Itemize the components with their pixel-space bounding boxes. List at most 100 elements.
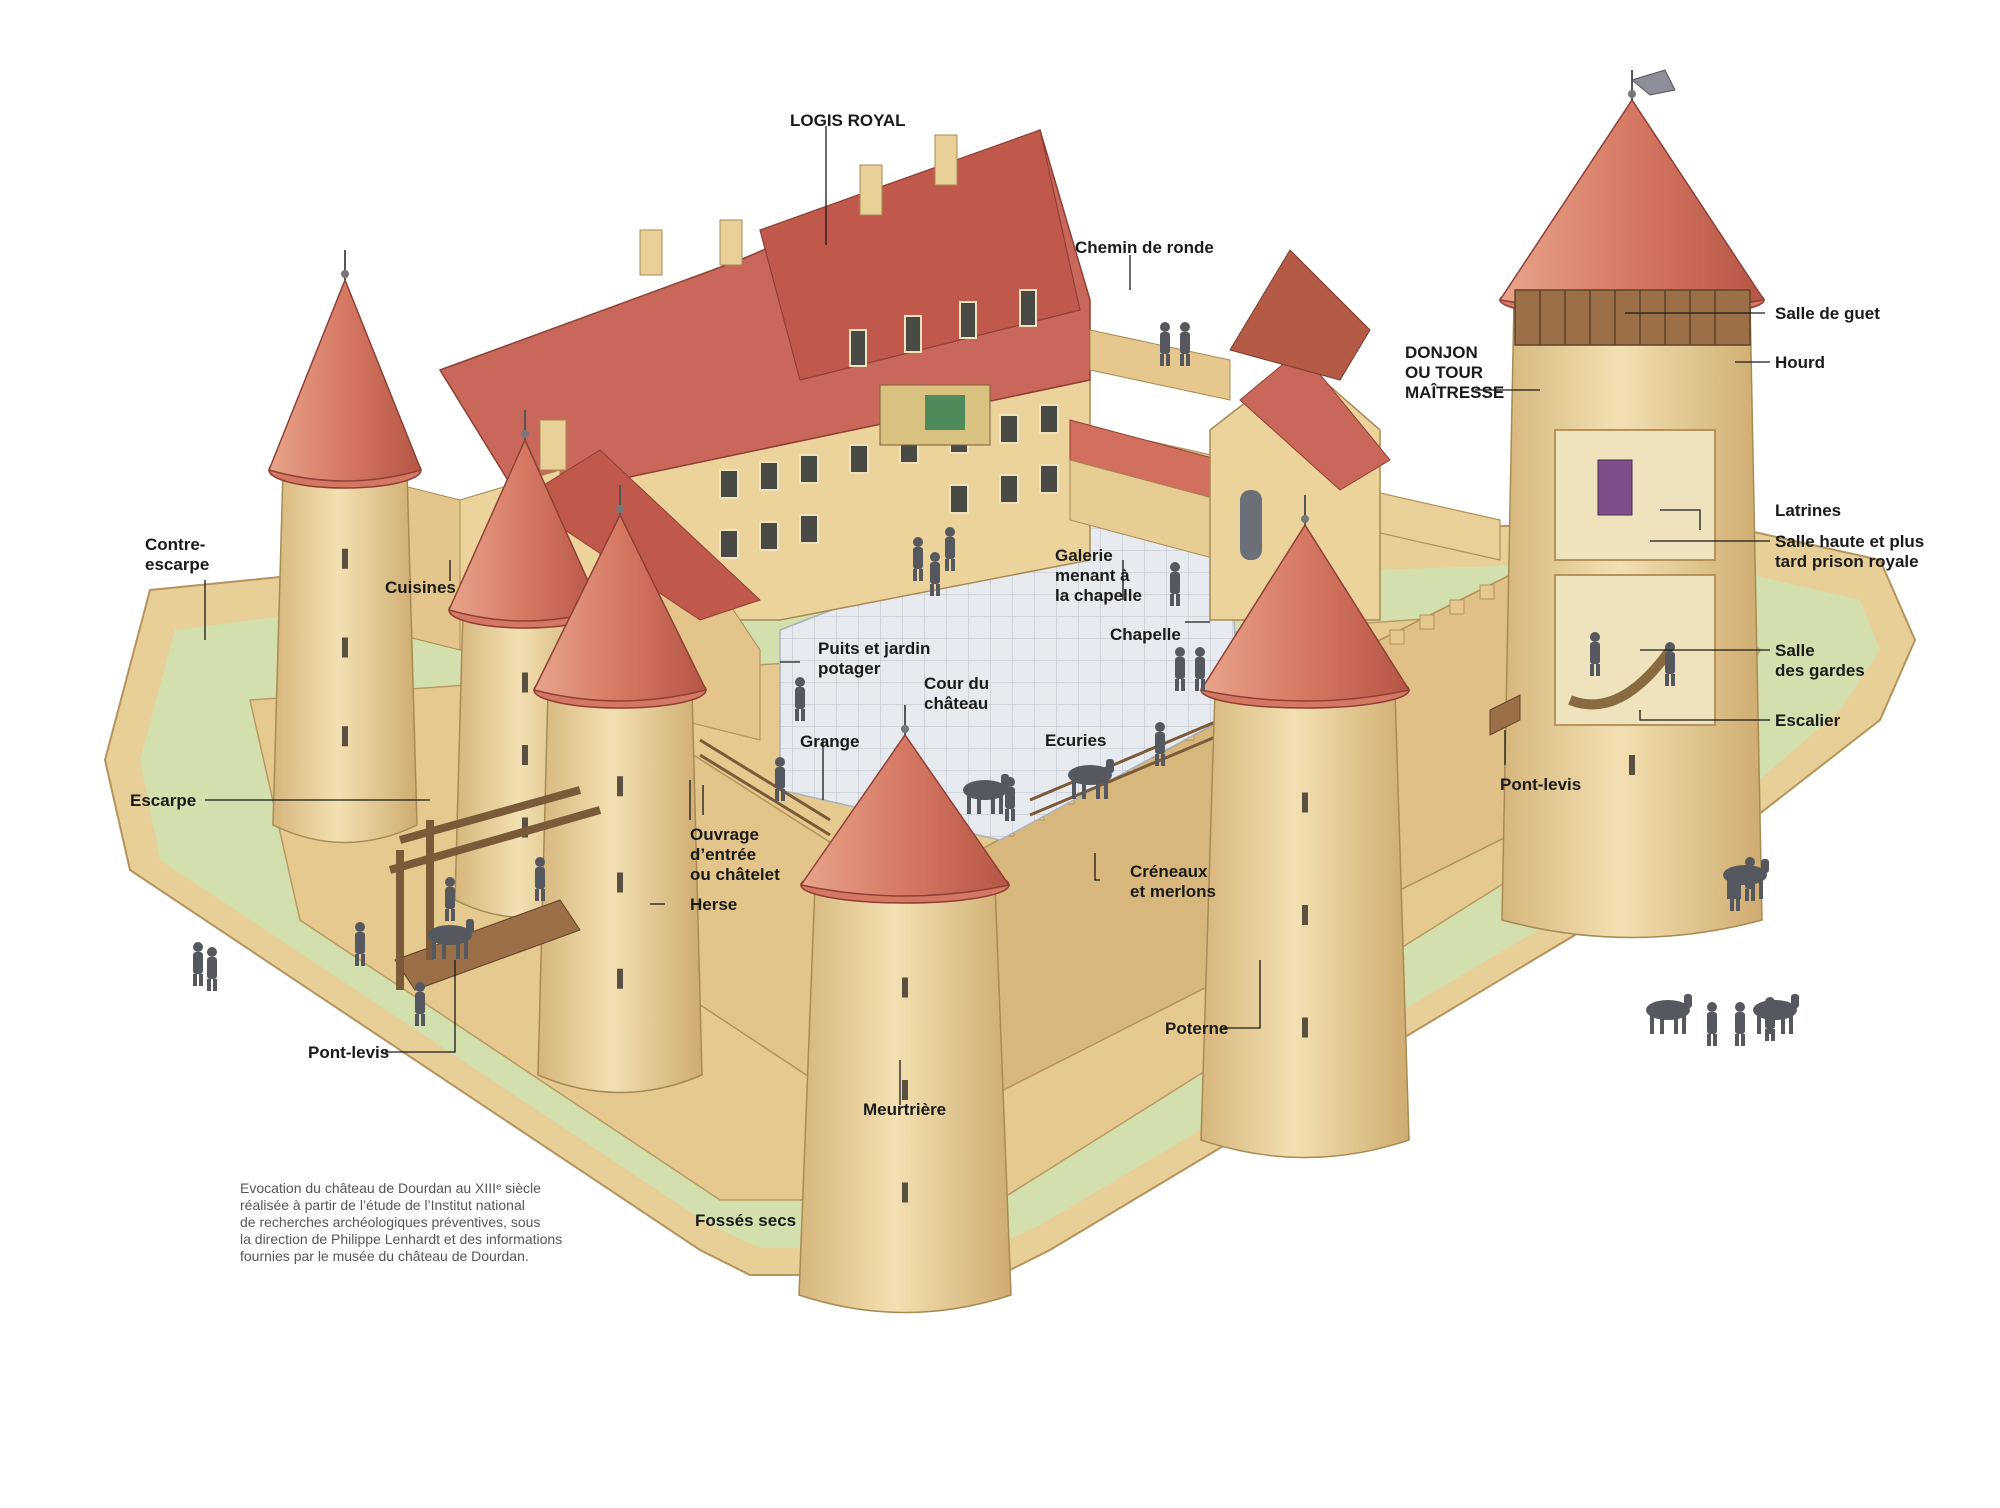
animal-figure — [963, 774, 1009, 814]
finial-ball — [341, 270, 349, 278]
arrow-slit — [902, 977, 908, 998]
label-escarpe: Escarpe — [130, 791, 196, 810]
keep-details — [1514, 289, 1751, 726]
label-poterne: Poterne — [1165, 1019, 1228, 1038]
person-figure — [1590, 632, 1600, 676]
person-figure — [930, 552, 940, 596]
fences — [699, 718, 1221, 837]
drawbridge-left — [388, 786, 602, 991]
animal-figure — [1723, 859, 1769, 899]
labels: LOGIS ROYAL Chemin de ronde DONJON OU TO… — [130, 111, 1929, 1230]
conical-roof — [532, 513, 708, 702]
conical-roof — [799, 733, 1011, 897]
person-figure — [207, 947, 217, 991]
arrow-slit — [522, 745, 528, 765]
label-salle-des-gardes: Salle des gardes — [1775, 641, 1865, 680]
figures — [193, 322, 1799, 1046]
person-figure — [1155, 722, 1165, 766]
arrow-slit — [902, 1182, 908, 1203]
arrow-slit — [1302, 1017, 1308, 1038]
label-herse: Herse — [690, 895, 737, 914]
arrow-slit — [902, 1080, 908, 1100]
label-salle-haute: Salle haute et plus tard prison royale — [1775, 532, 1929, 571]
finial-ball — [521, 430, 529, 438]
bridge-deck — [394, 899, 581, 991]
animal-figure — [1068, 759, 1114, 799]
person-figure — [795, 677, 805, 721]
label-ecuries: Ecuries — [1045, 731, 1106, 750]
label-cuisines: Cuisines — [385, 578, 456, 597]
label-galerie: Galerie menant à la chapelle — [1055, 546, 1142, 605]
arrow-slit — [617, 872, 623, 893]
label-logis-royal: LOGIS ROYAL — [790, 111, 906, 130]
arrow-slit — [342, 637, 348, 658]
arrow-slit — [522, 672, 528, 693]
person-figure — [1170, 562, 1180, 606]
person-figure — [1180, 322, 1190, 366]
person-figure — [355, 922, 365, 966]
label-pont-levis-right: Pont-levis — [1500, 775, 1581, 794]
weather-vane — [1630, 69, 1676, 96]
label-meurtriere: Meurtrière — [863, 1100, 946, 1119]
label-pont-levis-left: Pont-levis — [308, 1043, 389, 1062]
person-figure — [1195, 647, 1205, 691]
tower-east — [1199, 495, 1411, 1159]
person-figure — [775, 757, 785, 801]
leader-lines — [204, 126, 1770, 1105]
credit-line: réalisée à partir de l’étude de l’Instit… — [240, 1197, 525, 1213]
conical-roof — [267, 277, 423, 482]
credit-line: fournies par le musée du château de Dour… — [240, 1248, 529, 1264]
person-figure — [535, 857, 545, 901]
credit-line: la direction de Philippe Lenhardt et des… — [240, 1231, 563, 1247]
label-escalier: Escalier — [1775, 711, 1841, 730]
finial-ball — [1628, 90, 1636, 98]
arrow-slit — [342, 548, 348, 569]
arrow-slit — [1629, 755, 1635, 775]
label-donjon: DONJON OU TOUR MAÎTRESSE — [1405, 343, 1504, 402]
person-figure — [1175, 647, 1185, 691]
label-cour: Cour du château — [924, 674, 994, 713]
finial-ball — [616, 505, 624, 513]
finial-ball — [901, 725, 909, 733]
arrow-slit — [617, 776, 623, 797]
label-creneaux: Créneaux et merlons — [1130, 862, 1216, 901]
tower-north-west — [267, 250, 423, 844]
label-chemin-de-ronde: Chemin de ronde — [1075, 238, 1214, 257]
label-latrines: Latrines — [1775, 501, 1841, 520]
person-figure — [945, 527, 955, 571]
person-figure — [445, 877, 455, 921]
person-figure — [1160, 322, 1170, 366]
drawbridge-right — [1489, 694, 1521, 736]
chapel — [1209, 249, 1391, 621]
person-figure — [1707, 1002, 1717, 1046]
label-grange: Grange — [800, 732, 860, 751]
tower-south — [798, 705, 1012, 1314]
label-ouvrage: Ouvrage d’entrée ou châtelet — [690, 825, 780, 884]
label-puits: Puits et jardin potager — [818, 639, 935, 678]
animal-figure — [1646, 994, 1692, 1034]
credit-caption: Evocation du château de Dourdan au XIIIᵉ… — [240, 1180, 570, 1265]
label-chapelle: Chapelle — [1110, 625, 1181, 644]
label-fosses-secs: Fossés secs — [695, 1211, 796, 1230]
green-bed — [925, 395, 965, 430]
arrow-slit — [1302, 905, 1308, 925]
conical-roof — [1498, 98, 1766, 312]
lodging-chimneys — [539, 134, 958, 471]
person-figure — [193, 942, 203, 986]
finial-ball — [1301, 515, 1309, 523]
person-figure — [1735, 1002, 1745, 1046]
animal-figure — [1753, 994, 1799, 1034]
person-figure — [415, 982, 425, 1026]
conical-roof — [1199, 523, 1411, 702]
person-figure — [913, 537, 923, 581]
label-contre-escarpe: Contre- escarpe — [145, 535, 210, 574]
credit-line: Evocation du château de Dourdan au XIIIᵉ… — [240, 1180, 541, 1196]
hoarding — [1514, 289, 1751, 346]
cutaway-upper-room — [1554, 429, 1716, 561]
animal-figure — [428, 919, 474, 959]
arrow-slit — [1302, 792, 1308, 813]
label-hourd: Hourd — [1775, 353, 1825, 372]
label-salle-de-guet: Salle de guet — [1775, 304, 1880, 323]
